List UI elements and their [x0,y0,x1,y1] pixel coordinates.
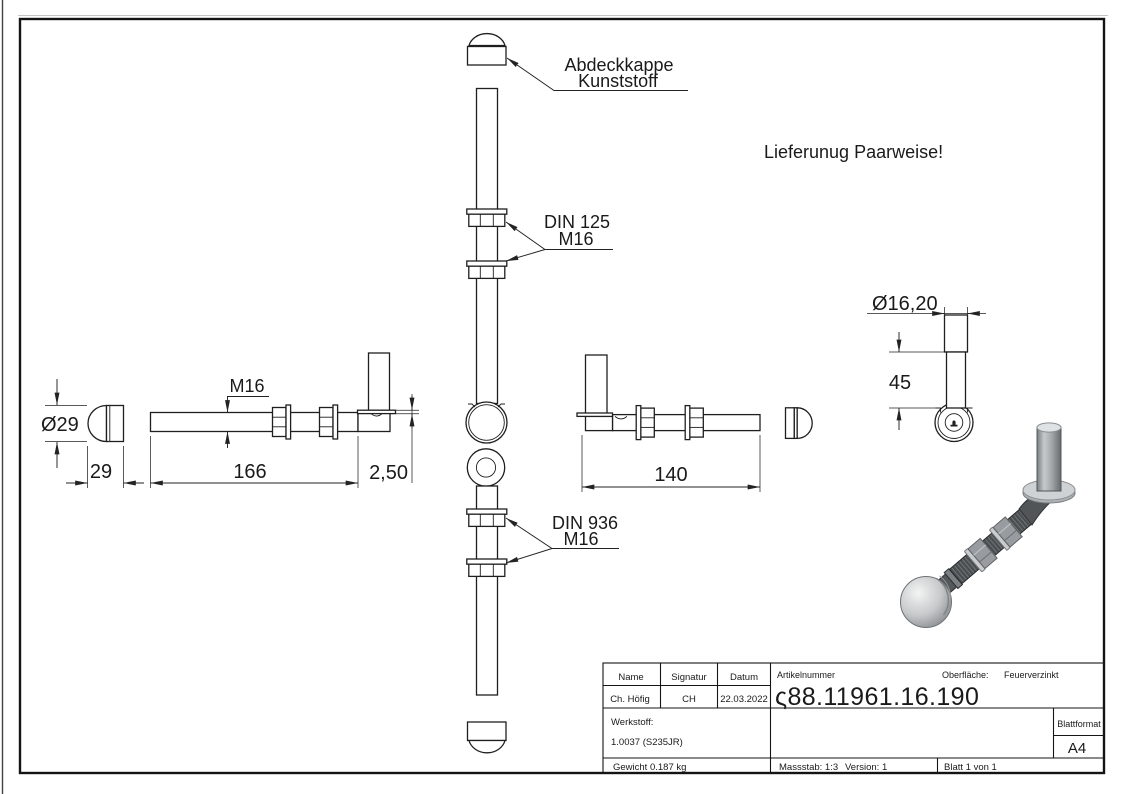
tb-artikelnummer-value: ς88.11961.16.190 [775,683,979,711]
upper-shaft [475,87,499,405]
flange-thickness-text: 2,50 [369,462,408,484]
pin-diameter-text: Ø16,20 [872,293,938,315]
render-pin [1036,426,1062,492]
tb-blatt: Blatt 1 von 1 [944,762,997,773]
top-cap-dome [468,32,506,47]
pin-lower [945,351,967,409]
tb-header-name: Name [618,672,643,683]
flange-ring [466,448,506,487]
tb-werkstoff-label: Werkstoff: [611,717,653,728]
dim-pin-length: 45 [889,332,944,430]
cap-label-line2: Kunststoff [578,71,659,91]
annotation-cap: Abdeckkappe Kunststoff [506,55,688,91]
pin-length-text: 45 [889,372,911,394]
render-nut-2 [992,516,1023,548]
bottom-cap-dome [468,739,506,754]
tb-version: Version: 1 [845,762,887,773]
annotation-locknut: DIN 936 M16 [505,513,619,564]
washer-nut-3 [466,508,508,528]
cap-length-text: 29 [90,461,112,483]
washer-nut-side-4 [684,404,704,441]
vertical-view [465,32,508,754]
cap-body-right [784,407,795,440]
top-cap-body [466,45,507,66]
tb-oberflaeche-label: Oberfläche: [942,670,989,680]
locknut-label-line1: DIN 936 [552,513,618,533]
cap-label-line1: Abdeckkappe [564,55,673,75]
pin-detail-view [934,314,974,443]
side-view-left [87,352,397,443]
pin-cylinder-right [584,354,608,415]
washer-nut-side-1 [271,404,292,440]
render-nut-1 [967,537,998,570]
dim-threaded-length: 140 [581,435,761,492]
tb-datum-value: 22.03.2022 [720,694,768,705]
tb-signatur-value: CH [682,694,696,705]
locknut-label-line2: M16 [563,529,598,549]
tb-artikelnummer-label: Artikelnummer [777,670,835,680]
tb-blattformat-value: A4 [1068,740,1086,757]
dim-thread-callout: M16 [225,376,269,448]
washer-label-line1: DIN 125 [544,212,610,232]
washer-nut-1 [466,208,508,228]
lower-shaft [475,485,499,696]
washer-nut-2 [466,260,508,280]
dim-shaft-length: 166 [150,436,359,488]
bend-block-right [584,415,614,432]
tb-oberflaeche-value: Feuerverzinkt [1004,670,1059,680]
iso-render [900,422,1076,628]
title-block: Name Signatur Datum Ch. Höfig CH 22.03.2… [602,662,1105,774]
tb-name-value: Ch. Höfig [610,694,650,705]
shaft-length-text: 166 [233,461,266,483]
dim-cap-diameter: Ø29 [41,379,87,468]
bend-end-circle [465,401,508,444]
washer-nut-4 [466,558,508,578]
delivery-note: Lieferunug Paarweise! [764,142,943,162]
tb-gewicht: Gewicht 0.187 kg [613,762,686,773]
cap-body-left [105,404,125,443]
threaded-length-text: 140 [654,464,687,486]
render-threaded-rod [948,508,1033,585]
cap-dome-left [87,404,108,443]
tb-blattformat-label: Blattformat [1057,719,1101,729]
tb-header-datum: Datum [730,672,758,683]
pin-upper [943,314,969,353]
cap-dome-right [796,407,813,440]
cap-diameter-text: Ø29 [41,414,79,436]
washer-nut-side-2 [318,404,339,440]
annotation-washer: DIN 125 M16 [505,212,613,262]
dim-flange-thickness: 2,50 [369,394,419,484]
dim-cap-length: 29 [66,446,144,488]
bottom-cap-body [466,721,507,742]
flange-plate [356,409,397,415]
thread-label: M16 [229,376,264,396]
washer-label-line2: M16 [558,229,593,249]
dim-pin-diameter: Ø16,20 [867,293,986,319]
render-ball-cap [900,576,952,628]
tb-header-signatur: Signatur [671,672,706,683]
side-view-right [576,354,813,441]
tb-werkstoff-value: 1.0037 (S235JR) [611,737,683,748]
tb-massstab: Massstab: 1:3 [779,762,838,773]
flange-plate-right [576,412,614,418]
pin-cylinder [367,352,391,411]
washer-nut-side-3 [635,404,655,441]
